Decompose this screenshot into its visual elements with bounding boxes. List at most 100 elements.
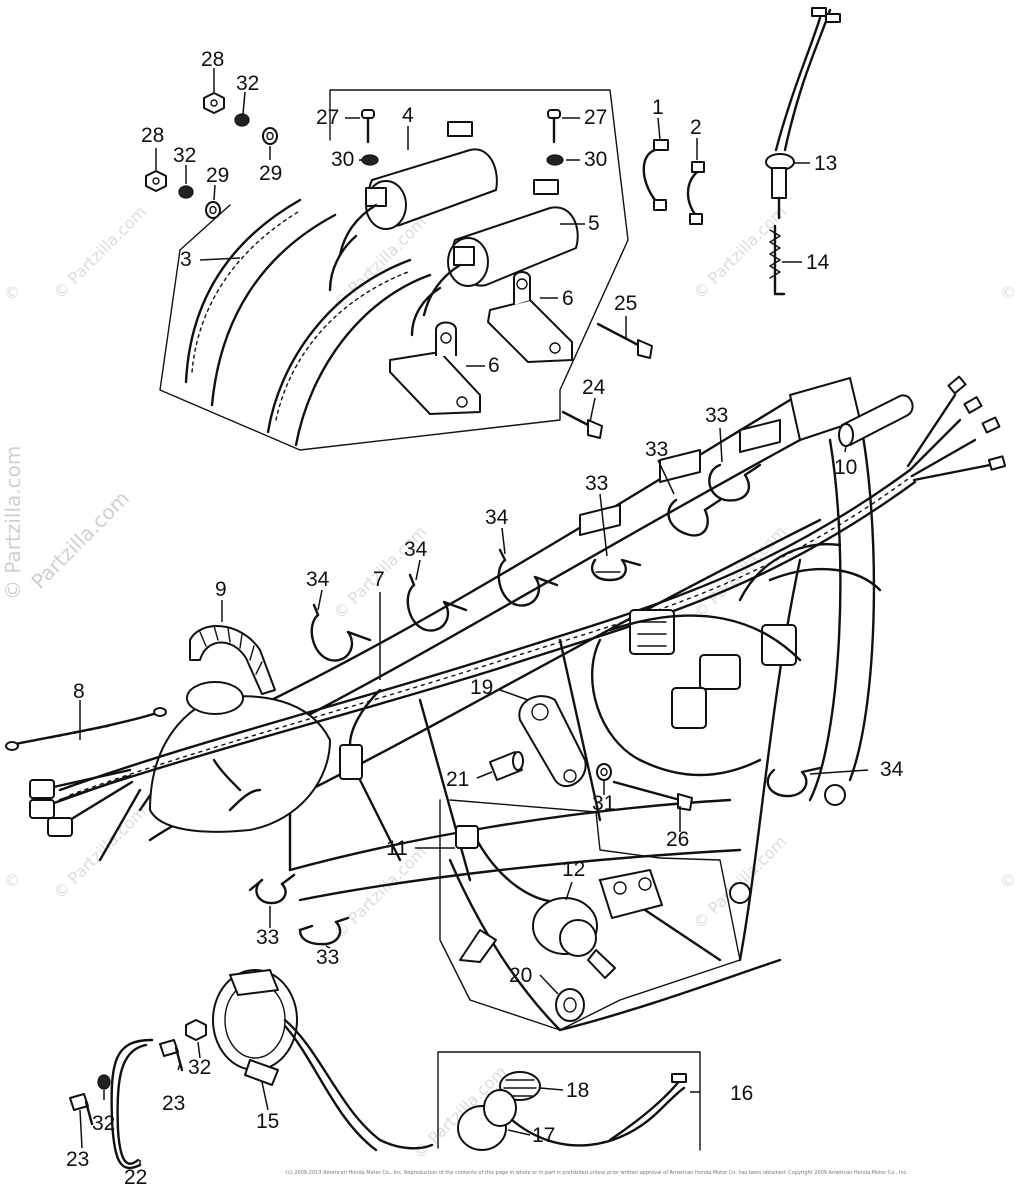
part-34-clamp-3: [497, 548, 559, 607]
part-29-washer-left: [205, 201, 221, 219]
callout-23-lower: 23: [66, 1148, 89, 1171]
callout-17: 17: [532, 1124, 555, 1147]
part-34-clamp-4: [766, 766, 822, 798]
part-3-spark-plug-wires: [184, 198, 432, 447]
part-20-grommet: [555, 988, 585, 1022]
callout-6-lower: 6: [488, 354, 500, 377]
callout-14: 14: [806, 251, 830, 274]
part-34-clamp-2: [406, 573, 468, 632]
callout-33-e: 33: [316, 946, 339, 969]
watermark-symbol-3: ©: [1000, 871, 1016, 890]
part-30-washer-left: [361, 154, 379, 166]
part-33-clamp-3: [590, 558, 642, 582]
part-30-washer-right: [546, 154, 564, 166]
callout-15: 15: [256, 1110, 279, 1133]
copyright-footer: (c) 2009-2013 American Honda Motor Co., …: [286, 1170, 908, 1176]
callout-12: 12: [562, 858, 585, 881]
part-12-ignition-switch: [532, 869, 663, 979]
part-2-clamp: [686, 161, 705, 225]
callout-7: 7: [373, 568, 385, 591]
callout-34-c: 34: [306, 568, 330, 591]
callout-9: 9: [215, 578, 227, 601]
watermark-diagonal-6: © Partzilla.com: [689, 522, 790, 623]
part-11-switch-connector: [455, 825, 558, 963]
callout-32-upper: 32: [188, 1056, 211, 1079]
callout-2: 2: [690, 116, 702, 139]
part-6-coil-bracket-upper: [487, 271, 573, 363]
watermark-symbol-1: ©: [4, 283, 20, 302]
part-14-spring: [769, 224, 786, 296]
part-9-harness-cover: [189, 625, 276, 695]
callout-34-d: 34: [880, 758, 904, 781]
part-33-clamp-5: [298, 916, 350, 946]
part-33-clamp-2: [667, 498, 722, 537]
part-32-washer-top: [234, 113, 250, 127]
callout-4: 4: [402, 104, 414, 127]
watermark-symbol-4: ©: [4, 871, 20, 890]
callout-27-left: 27: [316, 106, 339, 129]
part-29-washer-right: [262, 127, 278, 145]
part-25-bolt: [596, 322, 653, 359]
callout-26: 26: [666, 828, 689, 851]
ignition-coil-group-outline: [159, 89, 629, 451]
callout-32-lower: 32: [92, 1112, 115, 1135]
part-32-washer-left: [178, 185, 194, 199]
part-28-nut-left: [145, 170, 167, 192]
part-31-washer: [596, 763, 612, 781]
callout-19: 19: [470, 676, 493, 699]
part-23-bolt-upper: [159, 1039, 184, 1072]
callout-23-upper: 23: [162, 1092, 185, 1115]
watermark-diagonal-2: © Partzilla.com: [49, 202, 150, 303]
callout-24: 24: [582, 376, 606, 399]
callout-11: 11: [386, 837, 408, 860]
callout-33-b: 33: [645, 438, 668, 461]
part-17-buzzer: [457, 1086, 686, 1151]
callout-18: 18: [566, 1079, 589, 1102]
callout-30-right: 30: [584, 148, 607, 171]
part-4-ignition-coil: [328, 121, 498, 292]
part-24-bolt: [561, 410, 603, 439]
callout-30-left: 30: [331, 148, 354, 171]
callout-labels: 28 32 29 28 32 29 27 30 4 27 30 5 3 1 2 …: [66, 48, 904, 1189]
callout-34-b: 34: [404, 538, 428, 561]
watermark-layer: © Partzilla.com Partzilla.com © Partzill…: [1, 202, 1016, 1163]
part-1-clamp: [642, 139, 669, 212]
part-33-clamp-1: [708, 463, 762, 502]
callout-22: 22: [124, 1166, 147, 1189]
part-28-nut-top: [203, 92, 225, 114]
part-5-ignition-coil: [410, 179, 579, 337]
callout-33-d: 33: [256, 926, 279, 949]
part-6-coil-bracket-lower: [389, 321, 481, 415]
watermark-diagonal-1: Partzilla.com: [27, 486, 134, 593]
callout-6-upper: 6: [562, 287, 574, 310]
motorcycle-frame: [138, 377, 876, 1032]
callout-32-left: 32: [173, 144, 196, 167]
callout-29-right: 29: [259, 162, 282, 185]
callout-21: 21: [446, 768, 469, 791]
part-8-ground-wire: [5, 707, 167, 751]
callout-32-top: 32: [236, 72, 259, 95]
callout-16: 16: [730, 1082, 753, 1105]
callout-3: 3: [180, 248, 192, 271]
part-7-main-wire-harness: [29, 375, 1007, 862]
part-32-washer-upper: [185, 1019, 207, 1041]
callout-1: 1: [652, 96, 664, 119]
callout-20: 20: [509, 964, 532, 987]
part-16-wire: [608, 1073, 687, 1142]
part-21-spacer: [489, 751, 524, 781]
part-27-screw-right: [547, 109, 561, 144]
callout-25: 25: [614, 292, 637, 315]
callout-29-left: 29: [206, 164, 229, 187]
ignition-switch-group-outline: [439, 799, 741, 1031]
part-34-clamp-1: [310, 603, 372, 662]
leader-lines: [79, 68, 869, 1166]
part-26-bolt: [612, 780, 693, 811]
part-32-washer-lower: [97, 1074, 111, 1090]
callout-27-right: 27: [584, 106, 607, 129]
callout-33-a: 33: [705, 404, 728, 427]
callout-33-c: 33: [585, 472, 608, 495]
watermark-left-vertical: © Partzilla.com: [1, 446, 25, 600]
part-13-brake-light-switch: [765, 7, 841, 220]
part-22-horn-wire: [110, 1038, 154, 1170]
